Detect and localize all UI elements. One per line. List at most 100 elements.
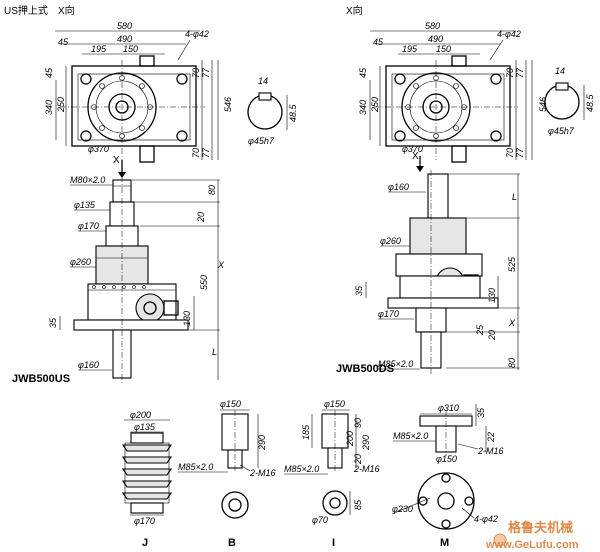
svg-text:70: 70 xyxy=(191,68,201,78)
watermark-url: www.GeLufu.com xyxy=(485,539,579,551)
svg-text:45: 45 xyxy=(58,37,69,47)
svg-text:M85×2.0: M85×2.0 xyxy=(393,431,428,441)
watermark-cn: 格鲁夫机械 xyxy=(508,520,573,535)
svg-text:M85×2.0: M85×2.0 xyxy=(178,462,213,472)
top-right-x-view: X向 580 490 45 195 150 4-φ42 45 340 xyxy=(346,4,548,163)
svg-text:φ200: φ200 xyxy=(130,410,151,420)
part-i-label: I xyxy=(332,537,335,549)
watermark: 格鲁夫机械 www.GeLufu.com xyxy=(485,520,579,551)
svg-text:525: 525 xyxy=(507,256,517,272)
svg-text:580: 580 xyxy=(117,21,132,31)
part-j-bellows: φ200 φ135 φ170 J xyxy=(121,410,173,549)
svg-text:70: 70 xyxy=(505,148,515,158)
svg-text:M80×2.0: M80×2.0 xyxy=(70,175,105,185)
svg-text:φ370: φ370 xyxy=(402,144,423,154)
svg-text:45: 45 xyxy=(358,67,368,78)
jwb500ds-elevation: X φ160 φ260 φ170 M85×2.0 JWB500DS L xyxy=(336,151,520,375)
svg-text:70: 70 xyxy=(505,68,515,78)
svg-text:77: 77 xyxy=(201,147,211,158)
svg-text:φ170: φ170 xyxy=(78,221,99,231)
svg-text:φ260: φ260 xyxy=(380,236,401,246)
svg-text:L: L xyxy=(512,192,517,202)
svg-text:195: 195 xyxy=(402,44,418,54)
svg-text:L: L xyxy=(212,347,217,357)
svg-text:580: 580 xyxy=(425,21,440,31)
svg-text:85: 85 xyxy=(353,499,363,510)
svg-text:4-φ42: 4-φ42 xyxy=(497,29,521,39)
shaft-section-right: 14 48.5 φ45h7 xyxy=(544,66,595,136)
svg-text:M85×2.0: M85×2.0 xyxy=(284,464,319,474)
svg-text:φ370: φ370 xyxy=(88,144,109,154)
part-b-label: B xyxy=(228,537,236,549)
svg-text:X: X xyxy=(113,155,120,166)
svg-text:195: 195 xyxy=(91,44,107,54)
svg-text:185: 185 xyxy=(301,424,311,440)
svg-text:77: 77 xyxy=(515,147,525,158)
svg-text:φ260: φ260 xyxy=(70,257,91,267)
svg-text:20: 20 xyxy=(196,212,206,223)
x-view-label-right: X向 xyxy=(346,4,363,17)
svg-text:546: 546 xyxy=(223,97,233,112)
svg-text:45: 45 xyxy=(373,37,384,47)
part-m-label: M xyxy=(440,537,449,549)
part-b: φ150 290 M85×2.0 2-M16 B xyxy=(178,399,276,549)
svg-text:φ310: φ310 xyxy=(438,403,459,413)
svg-text:φ70: φ70 xyxy=(312,515,328,525)
svg-text:22: 22 xyxy=(486,432,496,443)
svg-text:25: 25 xyxy=(475,324,485,336)
svg-text:290: 290 xyxy=(361,435,371,451)
svg-text:490: 490 xyxy=(117,34,132,44)
x-view-label: X向 xyxy=(58,4,75,17)
svg-text:M85×2.0: M85×2.0 xyxy=(378,359,413,369)
svg-text:φ170: φ170 xyxy=(134,516,155,526)
svg-text:φ230: φ230 xyxy=(392,504,413,514)
svg-text:2-M16: 2-M16 xyxy=(477,446,504,456)
svg-text:35: 35 xyxy=(476,407,486,418)
svg-text:290: 290 xyxy=(257,435,267,451)
svg-text:77: 77 xyxy=(201,67,211,78)
svg-text:4-φ42: 4-φ42 xyxy=(185,29,209,39)
svg-text:φ135: φ135 xyxy=(74,200,96,210)
svg-text:80: 80 xyxy=(507,358,517,368)
svg-text:48.5: 48.5 xyxy=(288,103,298,122)
svg-text:φ160: φ160 xyxy=(78,360,99,370)
jwb500us-label: JWB500US xyxy=(12,373,70,385)
svg-text:φ150: φ150 xyxy=(220,399,241,409)
svg-text:X: X xyxy=(412,151,419,162)
svg-text:φ160: φ160 xyxy=(388,182,409,192)
svg-text:130: 130 xyxy=(487,288,497,303)
svg-text:490: 490 xyxy=(428,34,443,44)
svg-text:200: 200 xyxy=(345,431,355,447)
svg-text:150: 150 xyxy=(436,44,451,54)
part-i: φ150 185 200 90 290 20 M85×2.0 2-M16 85 … xyxy=(284,399,380,549)
svg-text:φ150: φ150 xyxy=(436,454,457,464)
svg-text:4-φ42: 4-φ42 xyxy=(474,514,498,524)
svg-text:77: 77 xyxy=(515,67,525,78)
svg-text:14: 14 xyxy=(258,76,268,86)
svg-text:45: 45 xyxy=(44,67,54,78)
svg-text:80: 80 xyxy=(207,185,217,195)
svg-text:2-M16: 2-M16 xyxy=(249,468,276,478)
svg-text:340: 340 xyxy=(358,100,368,115)
svg-text:550: 550 xyxy=(199,275,209,290)
svg-text:φ170: φ170 xyxy=(378,309,399,319)
svg-text:546: 546 xyxy=(538,97,548,112)
svg-text:35: 35 xyxy=(48,317,58,328)
svg-text:φ150: φ150 xyxy=(324,399,345,409)
jwb500ds-label: JWB500DS xyxy=(336,363,394,375)
svg-text:130: 130 xyxy=(182,311,192,326)
svg-text:250: 250 xyxy=(56,97,66,113)
svg-text:20: 20 xyxy=(353,454,363,465)
svg-text:X: X xyxy=(508,318,516,328)
svg-text:φ45h7: φ45h7 xyxy=(548,126,575,136)
svg-text:90: 90 xyxy=(353,418,363,428)
svg-text:20: 20 xyxy=(487,330,497,341)
svg-text:35: 35 xyxy=(354,285,364,296)
shaft-section-left: 14 48.5 φ45h7 xyxy=(247,76,298,146)
jwb500us-elevation: X M80×2.0 φ135 φ170 φ260 φ160 xyxy=(12,155,225,385)
svg-text:70: 70 xyxy=(191,148,201,158)
us-title: US押上式 xyxy=(4,4,48,17)
svg-text:X: X xyxy=(217,260,225,270)
svg-text:14: 14 xyxy=(555,66,565,76)
